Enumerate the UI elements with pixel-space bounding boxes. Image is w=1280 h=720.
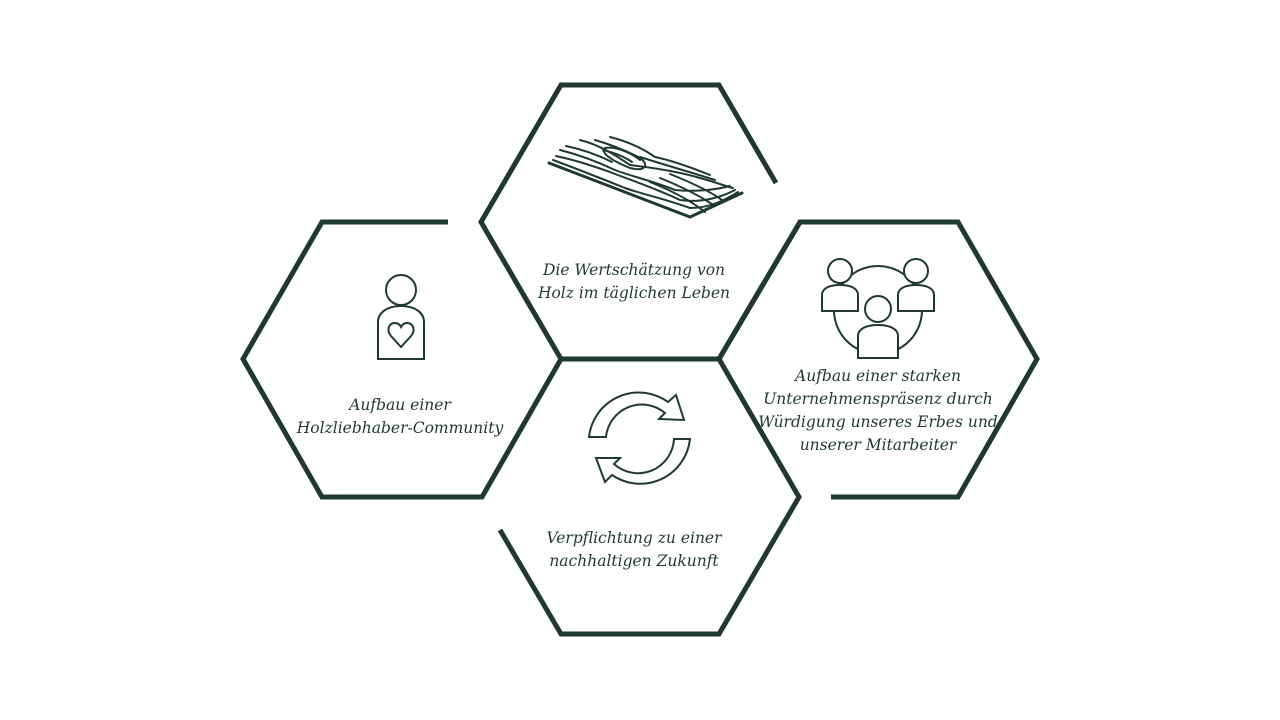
hexagon-right (716, 219, 1040, 500)
node-label-left-line-2: Holzliebhaber-Community (296, 419, 504, 437)
node-label-left-line-1: Aufbau einer (349, 396, 451, 414)
node-label-right-line-2: Unternehmenspräsenz durch (763, 390, 993, 408)
team-circle-icon (821, 258, 935, 359)
person-heart-icon (377, 274, 425, 360)
wood-plank-icon (547, 136, 744, 219)
node-label-right-line-1: Aufbau einer starken (795, 367, 961, 385)
hexagon-left (240, 219, 564, 500)
recycle-arrows-icon (587, 391, 692, 485)
hexagon-top (478, 82, 803, 362)
node-label-left: Aufbau einer Holzliebhaber-Community (262, 394, 538, 440)
node-label-top: Die Wertschätzung von Holz im täglichen … (504, 259, 764, 305)
node-label-bottom: Verpflichtung zu einer nachhaltigen Zuku… (504, 527, 764, 573)
node-label-right: Aufbau einer starken Unternehmenspräsenz… (748, 365, 1008, 457)
node-label-bottom-line-1: Verpflichtung zu einer (546, 529, 722, 547)
hexagon-bottom (497, 357, 802, 637)
node-label-top-line-2: Holz im täglichen Leben (537, 284, 731, 302)
node-label-right-line-3: Würdigung unseres Erbes und (758, 413, 998, 431)
node-label-bottom-line-2: nachhaltigen Zukunft (549, 552, 719, 570)
node-label-right-line-4: unserer Mitarbeiter (799, 436, 957, 454)
node-label-top-line-1: Die Wertschätzung von (542, 261, 726, 279)
